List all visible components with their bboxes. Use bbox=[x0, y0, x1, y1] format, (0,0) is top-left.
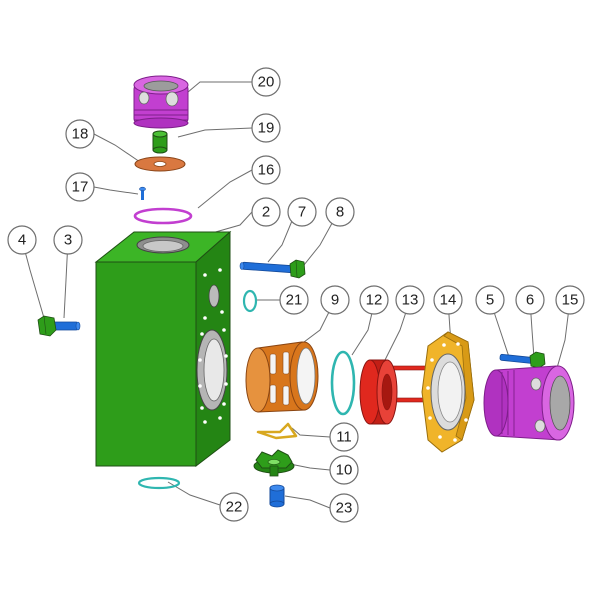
callout-2-label: 2 bbox=[262, 204, 270, 221]
part-21-small-o-ring bbox=[242, 289, 258, 313]
callout-15-label: 15 bbox=[562, 292, 579, 309]
callout-22-label: 22 bbox=[226, 499, 243, 516]
callout-21: 21 bbox=[279, 285, 309, 315]
callout-20: 20 bbox=[251, 67, 281, 97]
part-14-flange bbox=[421, 331, 475, 453]
part-16-o-ring bbox=[133, 207, 193, 225]
part-22-o-ring bbox=[137, 476, 181, 490]
callout-22: 22 bbox=[219, 492, 249, 522]
callout-12-label: 12 bbox=[366, 292, 383, 309]
part-7-bolt bbox=[239, 261, 295, 274]
part-6-nut bbox=[529, 351, 546, 369]
callout-3: 3 bbox=[53, 225, 83, 255]
callout-19: 19 bbox=[251, 113, 281, 143]
callout-21-label: 21 bbox=[286, 292, 303, 309]
callout-5-label: 5 bbox=[486, 292, 494, 309]
callout-9-label: 9 bbox=[331, 292, 339, 309]
callout-7: 7 bbox=[287, 197, 317, 227]
part-20-top-plug bbox=[133, 75, 189, 129]
part-17-small-screw bbox=[139, 186, 146, 200]
callout-13: 13 bbox=[395, 285, 425, 315]
part-9-cage bbox=[245, 341, 319, 413]
callout-8-label: 8 bbox=[336, 204, 344, 221]
callout-16-label: 16 bbox=[258, 162, 275, 179]
callout-8: 8 bbox=[325, 197, 355, 227]
callout-12: 12 bbox=[359, 285, 389, 315]
part-19-bushing bbox=[152, 130, 168, 154]
callout-7-label: 7 bbox=[298, 204, 306, 221]
callout-16: 16 bbox=[251, 155, 281, 185]
callout-14-label: 14 bbox=[440, 292, 457, 309]
part-23-pin bbox=[269, 484, 285, 508]
callout-5: 5 bbox=[475, 285, 505, 315]
part-15-side-plug bbox=[483, 365, 575, 441]
callout-10-label: 10 bbox=[336, 462, 353, 479]
part-8-nut bbox=[289, 259, 306, 279]
part-18-washer bbox=[134, 156, 186, 172]
callout-6: 6 bbox=[515, 285, 545, 315]
part-10-retainer bbox=[253, 449, 295, 477]
callout-11-label: 11 bbox=[336, 429, 352, 446]
callout-23: 23 bbox=[329, 493, 359, 523]
callout-23-label: 23 bbox=[336, 500, 353, 517]
part-4-nut bbox=[37, 315, 57, 337]
callout-4-label: 4 bbox=[18, 232, 26, 249]
callout-14: 14 bbox=[433, 285, 463, 315]
callout-19-label: 19 bbox=[258, 120, 275, 137]
callout-3-label: 3 bbox=[64, 232, 72, 249]
callout-15: 15 bbox=[555, 285, 585, 315]
callout-20-label: 20 bbox=[258, 74, 275, 91]
callout-11: 11 bbox=[329, 422, 359, 452]
callout-17-label: 17 bbox=[72, 179, 89, 196]
callout-2: 2 bbox=[251, 197, 281, 227]
callout-4: 4 bbox=[7, 225, 37, 255]
callout-10: 10 bbox=[329, 455, 359, 485]
callout-18-label: 18 bbox=[72, 126, 89, 143]
part-2-main-body bbox=[94, 230, 232, 468]
callout-6-label: 6 bbox=[526, 292, 534, 309]
callout-17: 17 bbox=[65, 172, 95, 202]
part-13-seat bbox=[359, 359, 433, 425]
callout-9: 9 bbox=[320, 285, 350, 315]
callout-18: 18 bbox=[65, 119, 95, 149]
part-11-clip bbox=[256, 422, 298, 440]
callout-13-label: 13 bbox=[402, 292, 419, 309]
part-12-o-ring bbox=[330, 350, 356, 416]
